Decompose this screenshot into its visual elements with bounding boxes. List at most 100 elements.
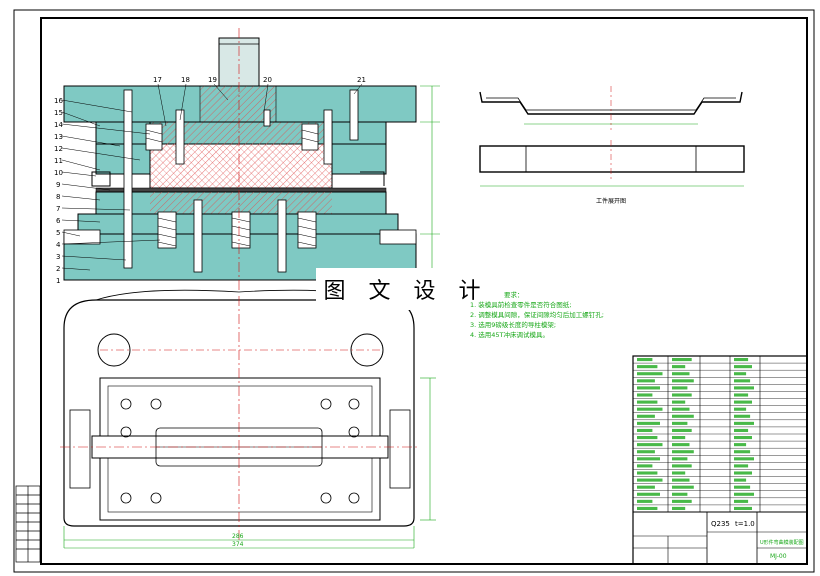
part-label-11: 11 (54, 157, 63, 165)
bom-cell-text (672, 421, 688, 425)
part-label-13: 13 (54, 133, 63, 141)
bom-cell-text (734, 492, 754, 496)
bom-cell-text (734, 365, 752, 369)
bom-cell-text (734, 485, 751, 489)
bom-cell-text (734, 400, 752, 404)
drawing-number-cell: MJ-00 (770, 553, 787, 560)
note-line: 3. 选用9磅级长度的导柱模架; (470, 321, 557, 329)
bom-cell-text (637, 499, 653, 503)
bom-cell-text (672, 450, 694, 454)
part-label-6: 6 (56, 217, 61, 225)
thickness-cell: t=1.0 (735, 520, 755, 528)
inner-frame (40, 17, 808, 565)
bom-cell-text (637, 485, 655, 489)
workpiece-blank-view (479, 140, 745, 187)
bom-cell-text (734, 393, 749, 397)
dim-overall-width: 286 (232, 533, 244, 540)
bom-cell-text (672, 414, 694, 418)
bom-cell-text (637, 407, 663, 411)
bom-cell-text (734, 372, 747, 376)
bom-cell-text (637, 492, 660, 496)
bom-cell-text (672, 436, 686, 440)
bom-cell-text (637, 365, 658, 369)
bom-cell-text (734, 443, 747, 447)
bom-cell-text (734, 471, 752, 475)
strip-caption: 工件展开图 (596, 197, 626, 205)
bom-cell-text (734, 414, 751, 418)
bom-cell-text (672, 400, 686, 404)
bom-cell-text (637, 414, 655, 418)
bom-cell-text (734, 457, 754, 461)
part-number-labels-top: 17 18 19 20 21 (153, 76, 366, 84)
notes-heading: 要求： (504, 291, 524, 299)
bom-cell-text (637, 443, 663, 447)
bom-cell-text (672, 386, 688, 390)
part-label-3: 3 (56, 253, 60, 261)
dim-base-width: 374 (232, 541, 244, 548)
bom-cell-text (672, 443, 690, 447)
bom-cell-text (672, 485, 694, 489)
bom-cell-text (734, 450, 751, 454)
bom-cell-text (734, 436, 752, 440)
part-label-4: 4 (56, 241, 61, 249)
bom-cell-text (672, 457, 688, 461)
watermark: 图 文 设 计 (316, 268, 496, 310)
bom-cell-text (734, 428, 749, 433)
bom-cell-text (672, 358, 692, 362)
bom-cell-text (672, 365, 686, 369)
section-view (61, 28, 440, 290)
bom-cell-text (672, 464, 692, 468)
part-label-5: 5 (56, 229, 60, 237)
part-label-15: 15 (54, 109, 63, 117)
bom-cell-text (734, 499, 749, 503)
bom-cell-text (637, 471, 658, 475)
part-label-16: 16 (54, 97, 63, 105)
bom-cell-text (672, 393, 692, 397)
bom-cell-text (637, 358, 653, 362)
part-label-14: 14 (54, 121, 63, 129)
bom-cell-text (734, 358, 749, 362)
bom-cell-text (672, 478, 690, 482)
bom-cell-text (734, 386, 754, 390)
part-label-8: 8 (56, 193, 60, 201)
bom-cell-text (637, 400, 658, 404)
drawing-title-cell: U形件弯曲模装配图 (760, 539, 804, 546)
bom-cell-text (672, 471, 686, 475)
bom-cell-text (672, 506, 686, 511)
bom-cell-text (672, 372, 690, 376)
bom-cell-text (637, 506, 658, 511)
bom-cell-text (637, 393, 653, 397)
bom-cell-text (637, 457, 660, 461)
bom-cell-text (672, 407, 690, 411)
bom-cell-text (672, 428, 692, 433)
note-line: 2. 调整模具间隙，保证间隙均匀后加工螺钉孔; (470, 311, 604, 319)
workpiece-profile-view (479, 86, 743, 130)
bom-cell-text (734, 407, 747, 411)
bom-cell-text (672, 499, 692, 503)
bom-cell-text (637, 379, 655, 383)
part-label-9: 9 (56, 181, 60, 189)
bom-cell-text (637, 428, 653, 433)
part-label-18: 18 (181, 76, 190, 84)
bom-cell-text (637, 464, 653, 468)
note-line: 1. 装模具前检查零件是否符合图纸; (470, 301, 572, 309)
bom-cell-text (734, 379, 751, 383)
part-number-labels-left: 16 15 14 13 12 11 10 9 8 7 6 5 4 3 2 1 (54, 97, 63, 285)
technical-notes: 要求： 1. 装模具前检查零件是否符合图纸; 2. 调整模具间隙，保证间隙均匀后… (470, 290, 710, 340)
bom-cell-text (637, 386, 660, 390)
bom-cell-text (637, 436, 658, 440)
lower-die-outline (63, 299, 415, 527)
bom-table (633, 358, 807, 511)
bom-cell-text (637, 372, 663, 376)
part-label-7: 7 (56, 205, 60, 213)
bom-cell-text (637, 478, 663, 482)
bom-cell-text (734, 421, 754, 425)
bom-cell-text (637, 421, 660, 425)
bom-cell-text (734, 478, 747, 482)
part-label-1: 1 (56, 277, 60, 285)
note-line: 4. 选用45T冲床调试模具。 (470, 331, 550, 339)
part-label-2: 2 (56, 265, 60, 273)
material-cell: Q235 (711, 520, 730, 528)
side-stamp-box (15, 485, 41, 563)
